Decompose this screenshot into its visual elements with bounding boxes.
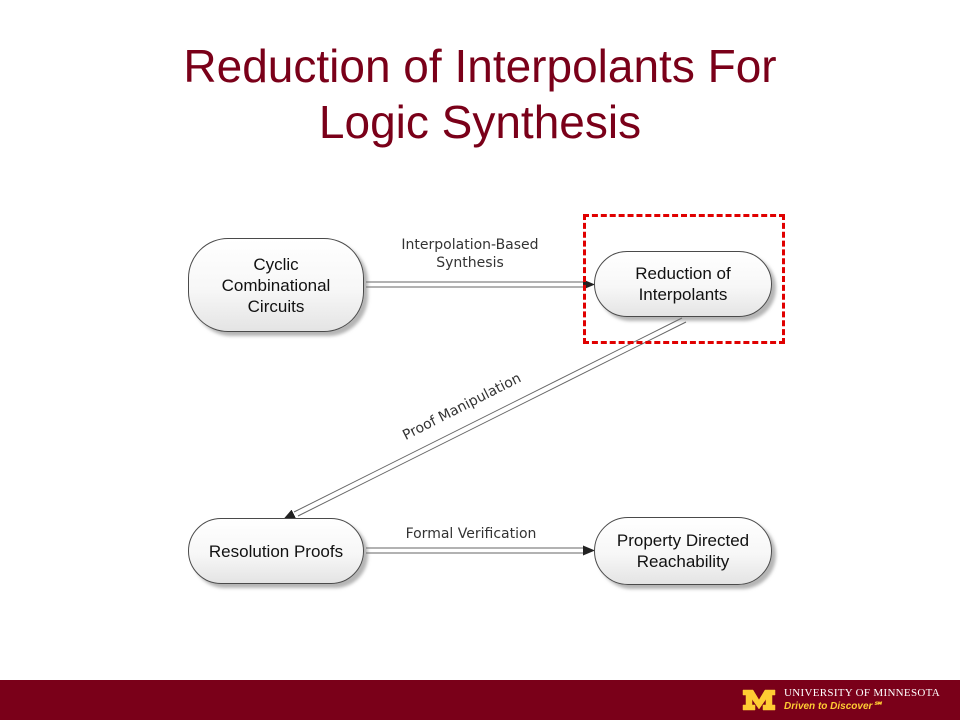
footer-bar: UNIVERSITY OF MINNESOTA Driven to Discov… <box>0 680 960 720</box>
slide-title-line-1: Reduction of Interpolants For <box>183 40 777 92</box>
node-cyclic-line-2: Combinational <box>221 275 331 295</box>
node-resolution-proofs: Resolution Proofs <box>188 518 364 584</box>
highlight-dashed-box <box>583 214 785 344</box>
slide-title-line-2: Logic Synthesis <box>318 96 642 148</box>
node-reduction-line-2: Interpolants <box>638 285 728 304</box>
block-m-icon <box>742 689 776 711</box>
university-name: UNIVERSITY OF MINNESOTA <box>784 687 940 699</box>
edge-label-interpolation-line-2: Synthesis <box>436 255 504 271</box>
node-resolution-label: Resolution Proofs <box>208 541 344 561</box>
node-cyclic-combinational-circuits: Cyclic Combinational Circuits <box>188 238 364 332</box>
edge-proof-manipulation <box>283 317 687 520</box>
node-reduction-line-1: Reduction of <box>635 264 731 283</box>
node-property-directed-reachability: Property Directed Reachability <box>594 517 772 585</box>
node-reduction-of-interpolants: Reduction of Interpolants <box>594 251 772 317</box>
node-cyclic-line-1: Cyclic <box>253 254 299 274</box>
edge-formal-verification <box>366 545 595 556</box>
node-cyclic-line-3: Circuits <box>247 296 305 316</box>
university-tagline: Driven to Discover℠ <box>784 701 883 712</box>
slide-title: Reduction of Interpolants For Logic Synt… <box>0 38 960 150</box>
edge-label-interpolation-synthesis: Interpolation-Based Synthesis <box>384 236 556 272</box>
university-logo: UNIVERSITY OF MINNESOTA Driven to Discov… <box>742 685 940 715</box>
node-pdr-line-2: Reachability <box>636 552 730 571</box>
edge-interpolation-synthesis <box>366 279 595 290</box>
node-pdr-line-1: Property Directed <box>616 531 750 550</box>
edge-label-interpolation-line-1: Interpolation-Based <box>401 237 539 253</box>
edge-label-formal-verification: Formal Verification <box>405 526 537 542</box>
